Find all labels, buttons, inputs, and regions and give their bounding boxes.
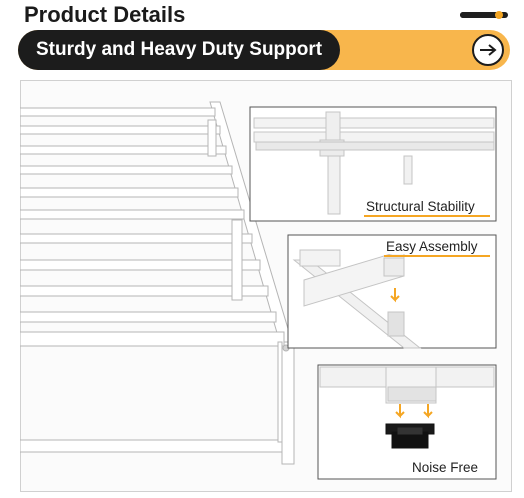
carousel-progress-fill (460, 12, 500, 18)
arrow-right-icon (480, 44, 497, 56)
feature-banner-label: Sturdy and Heavy Duty Support (18, 30, 341, 70)
bed-frame-illustration (19, 80, 512, 492)
product-image: Structural Stability Easy Assembly Noise… (19, 80, 512, 492)
carousel-progress-thumb[interactable] (495, 11, 504, 19)
next-button[interactable] (472, 34, 504, 66)
callout-assembly-underline (384, 255, 490, 257)
callout-structural-underline (364, 215, 490, 217)
bed-frame-main (19, 101, 295, 465)
callout-easy-assembly: Easy Assembly (384, 239, 480, 254)
callout-noise-free: Noise Free (410, 460, 481, 475)
callout-structural-stability: Structural Stability (364, 199, 477, 214)
feature-banner: Sturdy and Heavy Duty Support (18, 30, 510, 70)
carousel-progress[interactable] (460, 11, 508, 19)
page-title: Product Details (24, 2, 186, 27)
